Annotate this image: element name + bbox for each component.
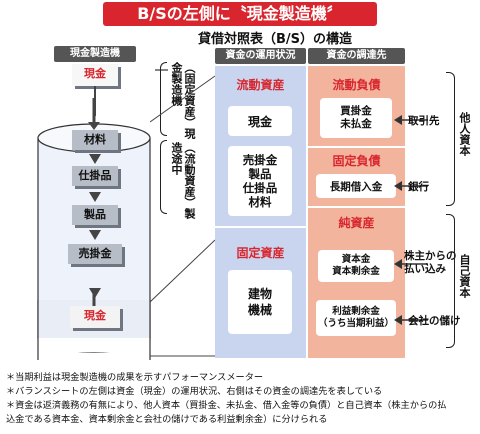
left-divider <box>215 226 306 228</box>
note-1: ＊当期利益は現金製造機の成果を示すパフォーマンスメーター <box>6 372 264 383</box>
payables-box: 買掛金 未払金 <box>320 98 392 138</box>
arrow-line <box>94 86 96 116</box>
bracket-current-label: （流動資産）製造途中 <box>170 142 196 219</box>
bs-title: 貸借対照表（B/S）の構造 <box>197 32 353 47</box>
right-divider-1 <box>308 146 405 148</box>
bank-label: 銀行 <box>408 181 429 193</box>
company-profit-label: 会社の儲け <box>408 315 461 327</box>
fixed-assets-head: 固定資産 <box>236 246 285 260</box>
col-source-label: 資金の調達先 <box>308 48 405 64</box>
retained-box: 利益剰余金 （うち当期利益） <box>316 300 396 336</box>
own-capital-label: 自己資本 <box>458 254 471 298</box>
current-liab-head: 流動負債 <box>332 78 381 92</box>
equity-head: 純資産 <box>338 216 375 230</box>
bracket-fixed-label: （固定資産）現金製造機 <box>170 62 196 139</box>
suppliers-label: 取引先 <box>408 115 440 127</box>
step-arrows <box>89 154 101 298</box>
fixed-liab-head: 固定負債 <box>332 154 381 168</box>
step-material: 材料 <box>72 130 118 150</box>
top-cash-block: 現金 <box>72 64 118 86</box>
capital-box: 資本金 資本剰余金 <box>318 250 394 282</box>
shareholders-label: 株主からの 払い込み <box>404 250 457 275</box>
bracket-fixed <box>160 62 167 136</box>
own-capital-bracket <box>446 214 455 348</box>
source-arrows <box>394 115 428 325</box>
connector-lines <box>150 75 216 357</box>
receivables-box: 売掛金 製品 仕掛品 材料 <box>228 146 292 216</box>
long-loan-box: 長期借入金 <box>316 174 396 198</box>
note-3: ＊資金は返済義務の有無により、他人資本（買掛金、未払金、借入金等の負債）と自己資… <box>6 400 447 411</box>
note-2: ＊バランスシートの左側は資金（現金）の運用状況、右側はその資金の調達先を表してい… <box>6 386 383 397</box>
right-divider-2 <box>308 206 405 208</box>
machine-label: 現金製造機 <box>54 46 136 62</box>
current-assets-head: 流動資産 <box>236 78 285 92</box>
step-product: 製品 <box>72 205 118 225</box>
step-wip: 仕掛品 <box>72 166 118 186</box>
bracket-current <box>160 140 167 214</box>
other-capital-bracket <box>446 72 455 206</box>
cash-box: 現金 <box>228 106 292 136</box>
title-banner: B/Sの左側に〝現金製造機〞 <box>103 2 377 26</box>
other-capital-label: 他人資本 <box>458 112 471 156</box>
note-4: 込金である資本金、資本剰余金と会社の儲けである利益剰余金）に分けられる <box>6 414 328 425</box>
bottom-cash-block: 現金 <box>70 306 120 328</box>
col-use-label: 資金の運用状況 <box>215 48 306 64</box>
step-receivable: 売掛金 <box>68 244 122 264</box>
building-box: 建物 機械 <box>228 270 292 334</box>
